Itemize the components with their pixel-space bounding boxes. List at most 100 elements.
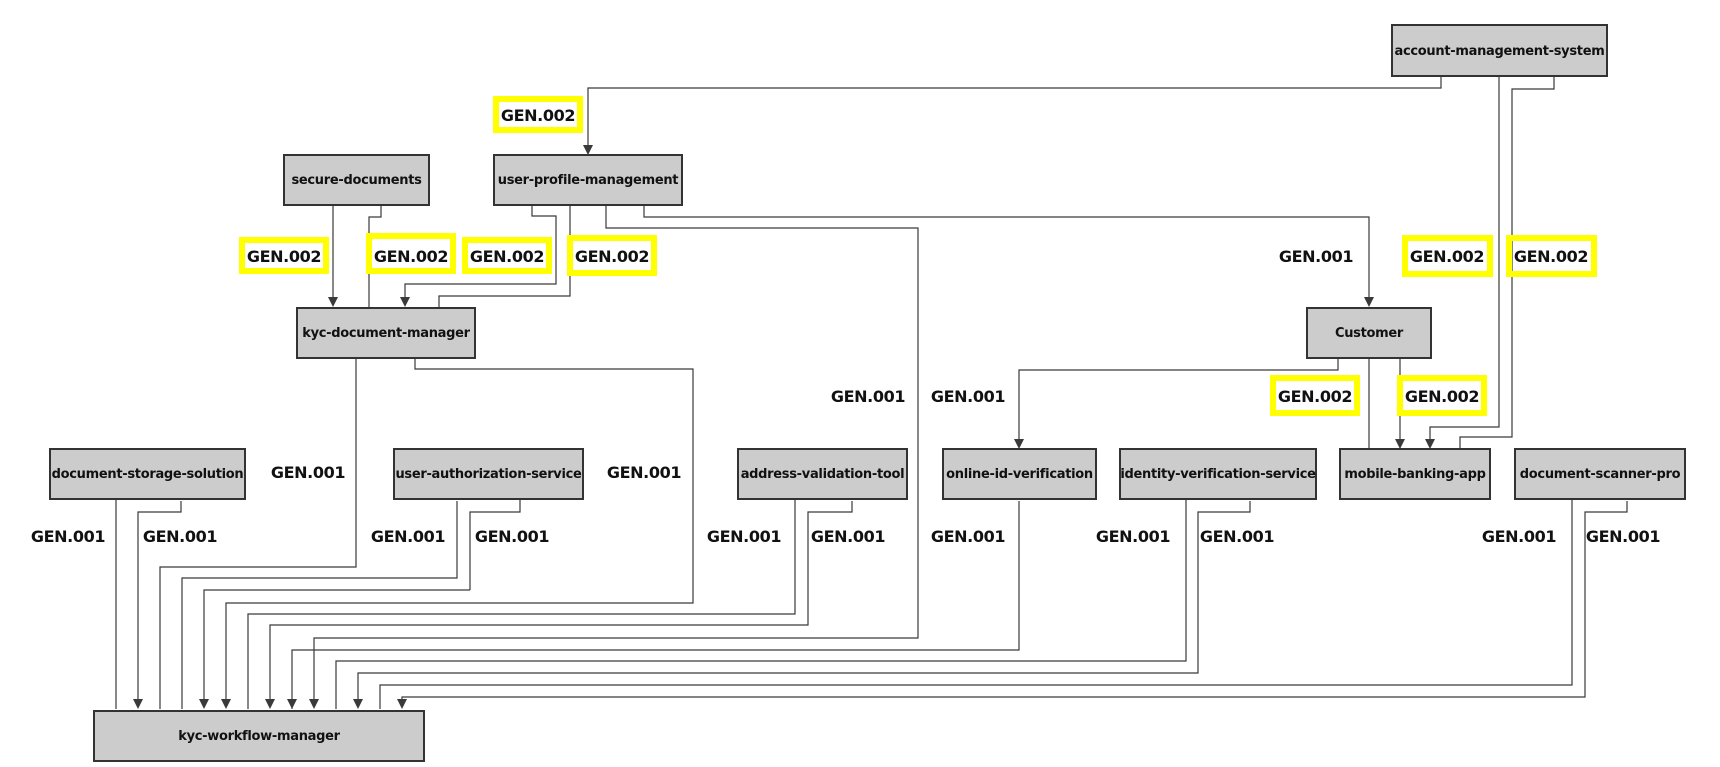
node-user-profile-management[interactable]: user-profile-management xyxy=(493,154,683,206)
arrowhead xyxy=(199,699,209,709)
edge-label: GEN.001 xyxy=(1279,247,1354,266)
edge-label: GEN.001 xyxy=(607,463,682,482)
svg-text:GEN.001: GEN.001 xyxy=(607,463,681,482)
node-online-id-verification[interactable]: online-id-verification xyxy=(942,448,1097,500)
nodes-layer: account-management-system secure-documen… xyxy=(49,24,1686,762)
node-label: kyc-document-manager xyxy=(302,326,470,341)
edge-label: GEN.001 xyxy=(707,527,782,546)
edge-label: GEN.001 xyxy=(31,527,106,546)
arrowhead xyxy=(133,699,143,709)
node-secure-documents[interactable]: secure-documents xyxy=(283,154,430,206)
node-label: kyc-workflow-manager xyxy=(178,729,340,744)
svg-text:GEN.001: GEN.001 xyxy=(1482,527,1556,546)
arrowhead xyxy=(309,699,319,709)
svg-text:GEN.001: GEN.001 xyxy=(811,527,885,546)
node-label: document-storage-solution xyxy=(52,467,244,482)
arrowhead xyxy=(328,297,338,307)
svg-text:GEN.001: GEN.001 xyxy=(1279,247,1353,266)
edge-customer-to-online-id-verification xyxy=(1018,358,1339,447)
edge-label: GEN.001 xyxy=(271,463,346,482)
svg-text:GEN.002: GEN.002 xyxy=(501,106,575,125)
edge-label: GEN.001 xyxy=(371,527,446,546)
arrowhead xyxy=(397,699,407,709)
edge-document-scanner-to-kyc-workflow xyxy=(401,501,1628,707)
edge-online-id-verification-to-kyc-workflow xyxy=(291,501,1020,709)
arrowhead xyxy=(583,145,593,155)
arrowhead xyxy=(1395,439,1405,449)
edge-label: GEN.001 xyxy=(475,527,550,546)
arrowhead xyxy=(1425,439,1435,449)
edge-kyc-workflow-to-user-authorization xyxy=(181,501,458,709)
edge-label-highlighted: GEN.002 xyxy=(1506,235,1597,277)
edge-label-highlighted: GEN.002 xyxy=(1402,235,1493,277)
edge-label: GEN.001 xyxy=(831,387,906,406)
edge-label-highlighted: GEN.002 xyxy=(1397,375,1487,416)
svg-text:GEN.001: GEN.001 xyxy=(707,527,781,546)
edge-label: GEN.001 xyxy=(1096,527,1171,546)
node-label: online-id-verification xyxy=(946,467,1093,482)
edge-user-profile-to-kyc-document-manager-a xyxy=(404,205,557,305)
edge-address-validation-to-kyc-workflow xyxy=(269,501,853,707)
edge-kyc-document-manager-to-kyc-workflow xyxy=(225,358,694,707)
node-kyc-document-manager[interactable]: kyc-document-manager xyxy=(296,307,476,359)
arrowhead xyxy=(265,699,275,709)
svg-text:GEN.001: GEN.001 xyxy=(1096,527,1170,546)
node-label: user-profile-management xyxy=(498,173,679,188)
svg-text:GEN.002: GEN.002 xyxy=(470,247,544,266)
node-label: address-validation-tool xyxy=(741,467,905,482)
edge-kyc-workflow-to-kyc-document-manager xyxy=(159,353,357,709)
edge-label: GEN.001 xyxy=(1482,527,1557,546)
node-label: Customer xyxy=(1335,326,1404,341)
edge-account-management-to-mobile-banking xyxy=(1429,76,1500,447)
edge-kyc-workflow-to-address-validation xyxy=(247,494,796,709)
node-identity-verification-service[interactable]: identity-verification-service xyxy=(1119,448,1317,500)
node-label: mobile-banking-app xyxy=(1344,467,1485,482)
svg-text:GEN.002: GEN.002 xyxy=(247,247,321,266)
node-address-validation-tool[interactable]: address-validation-tool xyxy=(737,448,908,500)
edge-label-highlighted: GEN.002 xyxy=(1270,375,1360,416)
svg-text:GEN.001: GEN.001 xyxy=(931,527,1005,546)
node-customer[interactable]: Customer xyxy=(1306,307,1432,359)
edge-label: GEN.001 xyxy=(1586,527,1661,546)
svg-text:GEN.002: GEN.002 xyxy=(1278,387,1352,406)
node-label: user-authorization-service xyxy=(395,467,582,482)
edge-label-highlighted: GEN.002 xyxy=(493,96,583,133)
arrowhead xyxy=(400,297,410,307)
svg-text:GEN.002: GEN.002 xyxy=(1405,387,1479,406)
edge-label-highlighted: GEN.002 xyxy=(567,235,657,276)
edge-identity-verification-to-kyc-workflow xyxy=(357,501,1251,707)
labels-layer: GEN.002 GEN.002 GEN.002 GEN.002 GEN.002 … xyxy=(31,96,1661,546)
node-label: document-scanner-pro xyxy=(1520,467,1681,482)
svg-text:GEN.001: GEN.001 xyxy=(831,387,905,406)
node-label: identity-verification-service xyxy=(1120,467,1316,482)
svg-text:GEN.001: GEN.001 xyxy=(1200,527,1274,546)
edge-kyc-workflow-to-document-scanner xyxy=(379,494,1573,709)
svg-text:GEN.001: GEN.001 xyxy=(143,527,217,546)
edge-user-authorization-to-kyc-workflow xyxy=(469,494,521,590)
svg-text:GEN.001: GEN.001 xyxy=(371,527,445,546)
node-document-storage-solution[interactable]: document-storage-solution xyxy=(49,448,246,500)
svg-text:GEN.001: GEN.001 xyxy=(475,527,549,546)
edge-account-management-to-user-profile xyxy=(587,76,1442,153)
node-kyc-workflow-manager[interactable]: kyc-workflow-manager xyxy=(93,710,425,762)
node-user-authorization-service[interactable]: user-authorization-service xyxy=(393,448,584,500)
edge-user-profile-to-customer xyxy=(643,205,1370,305)
node-document-scanner-pro[interactable]: document-scanner-pro xyxy=(1514,448,1686,500)
edge-user-authorization-to-kyc-workflow-b xyxy=(203,589,470,707)
edges-layer xyxy=(115,74,1628,709)
svg-text:GEN.001: GEN.001 xyxy=(31,527,105,546)
node-label: secure-documents xyxy=(291,173,422,188)
svg-text:GEN.001: GEN.001 xyxy=(931,387,1005,406)
edge-label-highlighted: GEN.002 xyxy=(239,237,329,274)
node-account-management-system[interactable]: account-management-system xyxy=(1391,24,1608,77)
svg-text:GEN.002: GEN.002 xyxy=(1514,247,1588,266)
node-label: account-management-system xyxy=(1395,44,1605,59)
svg-text:GEN.002: GEN.002 xyxy=(575,247,649,266)
edge-label: GEN.001 xyxy=(811,527,886,546)
arrowhead xyxy=(1364,297,1374,307)
arrowhead xyxy=(221,699,231,709)
edge-label-highlighted: GEN.002 xyxy=(462,237,552,274)
edge-label-highlighted: GEN.002 xyxy=(366,233,456,274)
node-mobile-banking-app[interactable]: mobile-banking-app xyxy=(1339,448,1491,500)
